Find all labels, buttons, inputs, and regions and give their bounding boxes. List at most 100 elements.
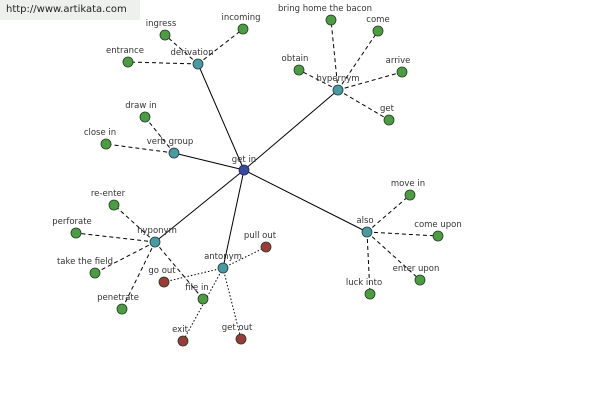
node-marker[interactable] (89, 267, 101, 279)
node-close-in[interactable]: close in (84, 128, 116, 150)
node-hypernym[interactable]: hypernym (316, 74, 360, 96)
node-label: pull out (244, 231, 277, 241)
node-label: ingress (146, 19, 177, 29)
node-marker[interactable] (235, 333, 247, 345)
node-marker[interactable] (116, 303, 128, 315)
edge-hyponym-file-in (154, 241, 204, 300)
node-label: hyponym (137, 226, 177, 236)
edge-hyponym-penetrate (121, 241, 156, 310)
node-label: luck into (346, 278, 382, 288)
node-label: move in (391, 179, 425, 189)
node-get[interactable]: get (380, 104, 395, 126)
node-marker[interactable] (159, 29, 171, 41)
node-label: file in (185, 283, 208, 293)
edge-center-derivation (197, 63, 245, 171)
node-label: antonym (204, 252, 242, 262)
node-marker[interactable] (217, 262, 229, 274)
node-marker[interactable] (122, 56, 134, 68)
node-label: penetrate (97, 293, 139, 303)
node-marker[interactable] (432, 230, 444, 242)
node-come[interactable]: come (366, 15, 390, 37)
node-marker[interactable] (372, 25, 384, 37)
node-file-in[interactable]: file in (185, 283, 209, 305)
node-exit[interactable]: exit (172, 325, 189, 347)
node-luck-into[interactable]: luck into (346, 278, 382, 300)
node-marker[interactable] (197, 293, 209, 305)
node-re-enter[interactable]: re-enter (91, 189, 126, 211)
node-entrance[interactable]: entrance (106, 46, 144, 68)
node-marker[interactable] (414, 274, 426, 286)
edge-derivation-ingress (164, 34, 199, 65)
edge-center-antonym (222, 169, 245, 269)
node-label: go out (148, 266, 176, 276)
node-hyponym[interactable]: hyponym (137, 226, 177, 248)
node-bring-home[interactable]: bring home the bacon (278, 4, 372, 26)
node-marker[interactable] (383, 114, 395, 126)
node-arrive[interactable]: arrive (386, 56, 411, 78)
node-label: enter upon (393, 264, 440, 274)
edge-antonym-exit (182, 267, 224, 342)
node-marker[interactable] (192, 58, 204, 70)
node-marker[interactable] (100, 138, 112, 150)
node-marker[interactable] (108, 199, 120, 211)
node-label: bring home the bacon (278, 4, 372, 14)
edge-center-hypernym (243, 89, 339, 171)
node-marker[interactable] (404, 189, 416, 201)
node-marker[interactable] (70, 227, 82, 239)
node-center[interactable]: get in (232, 155, 256, 176)
edge-hypernym-obtain (298, 69, 339, 91)
node-take-the-field[interactable]: take the field (57, 257, 113, 279)
node-label: get (380, 104, 395, 114)
node-label: also (356, 216, 373, 226)
node-label: entrance (106, 46, 144, 56)
node-move-in[interactable]: move in (391, 179, 425, 201)
node-marker[interactable] (177, 335, 189, 347)
node-marker[interactable] (260, 241, 272, 253)
node-pull-out[interactable]: pull out (244, 231, 277, 253)
node-marker[interactable] (237, 23, 249, 35)
node-marker[interactable] (396, 66, 408, 78)
node-ingress[interactable]: ingress (146, 19, 177, 41)
edge-also-enter-upon (366, 231, 421, 281)
edge-verb-group-close-in (105, 143, 175, 154)
node-antonym[interactable]: antonym (204, 252, 242, 274)
node-enter-upon[interactable]: enter upon (393, 264, 440, 286)
node-marker[interactable] (238, 164, 250, 176)
node-label: obtain (282, 54, 309, 64)
edge-also-come-upon (366, 231, 439, 237)
node-incoming[interactable]: incoming (221, 13, 261, 35)
node-label: come (366, 15, 389, 25)
node-go-out[interactable]: go out (148, 266, 176, 288)
node-penetrate[interactable]: penetrate (97, 293, 139, 315)
node-marker[interactable] (149, 236, 161, 248)
node-come-upon[interactable]: come upon (414, 220, 462, 242)
node-marker[interactable] (139, 111, 151, 123)
node-derivation[interactable]: derivation (170, 48, 214, 70)
node-marker[interactable] (293, 64, 305, 76)
node-label: get in (232, 155, 256, 165)
node-label: perforate (52, 217, 92, 227)
graph-edges (75, 19, 439, 342)
edge-center-verb-group (173, 152, 245, 171)
edge-center-also (243, 169, 368, 233)
edge-verb-group-draw-in (144, 116, 175, 154)
edge-antonym-pull-out (222, 246, 267, 269)
node-also[interactable]: also (356, 216, 374, 238)
node-marker[interactable] (158, 276, 170, 288)
node-marker[interactable] (332, 84, 344, 96)
edge-derivation-entrance (127, 61, 199, 65)
node-marker[interactable] (361, 226, 373, 238)
node-perforate[interactable]: perforate (52, 217, 92, 239)
edge-also-luck-into (366, 231, 371, 295)
node-label: incoming (221, 13, 260, 23)
node-obtain[interactable]: obtain (282, 54, 309, 76)
node-marker[interactable] (364, 288, 376, 300)
edge-hypernym-bring-home (330, 19, 339, 91)
node-label: exit (172, 325, 188, 335)
node-verb-group[interactable]: verb group (147, 137, 194, 159)
node-get-out[interactable]: get out (222, 323, 253, 345)
node-marker[interactable] (325, 14, 337, 26)
node-label: come upon (414, 220, 461, 230)
node-draw-in[interactable]: draw in (125, 101, 157, 123)
node-marker[interactable] (168, 147, 180, 159)
